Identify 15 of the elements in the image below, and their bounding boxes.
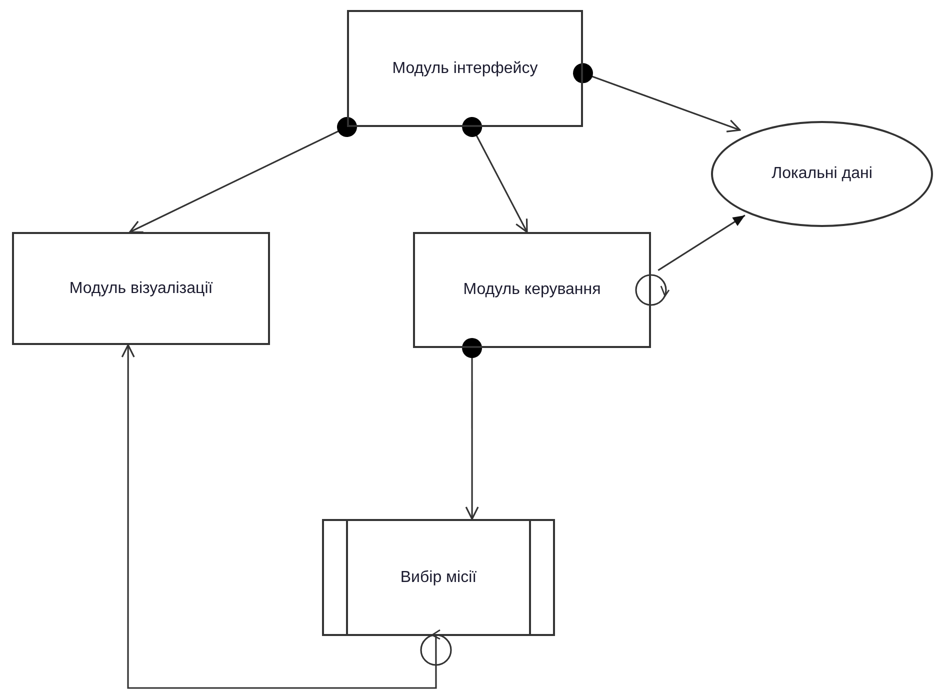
node-label: Модуль керування — [463, 281, 601, 299]
arrow — [573, 63, 741, 132]
arrow — [462, 117, 528, 233]
node-label: Локальні дані — [772, 165, 872, 183]
module-box — [347, 10, 583, 127]
arrow — [121, 344, 437, 689]
node-label: Модуль інтерфейсу — [392, 60, 538, 78]
node-label: Модуль візуалізації — [69, 280, 213, 298]
arrow — [462, 338, 482, 520]
module-box — [12, 232, 270, 345]
node-label: Вибір місії — [400, 568, 477, 586]
module-box — [322, 519, 555, 636]
arrow — [129, 117, 357, 233]
module-box — [413, 232, 651, 348]
data-ellipse — [711, 121, 933, 227]
